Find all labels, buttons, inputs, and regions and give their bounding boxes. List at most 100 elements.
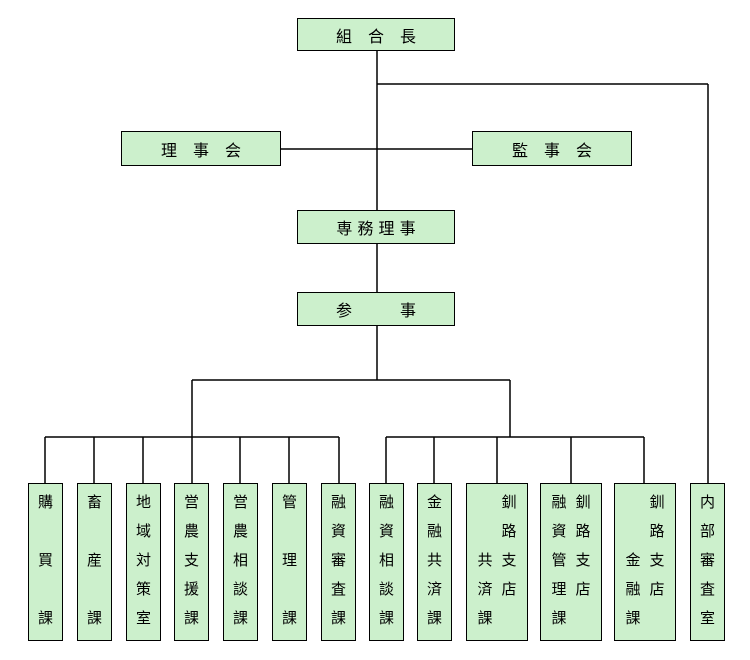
senmu-riji-box: 専 務 理 事 [297, 210, 455, 244]
section-char: 支 [183, 551, 199, 569]
section-char: 産 [86, 551, 102, 569]
section-char: 談 [378, 580, 394, 598]
section-text-column: 購 買 課 [37, 484, 55, 640]
section-chikusan-box: 畜 産 課 [77, 483, 112, 641]
section-char: 支 [575, 551, 591, 569]
section-naibu-shinsa-box: 内 部 審 査 室 [690, 483, 725, 641]
section-char: 課 [625, 609, 641, 627]
section-char: 畜 [86, 493, 102, 511]
section-text-column: 金 融 共 済 課 [426, 484, 444, 640]
section-yushishinsa-box: 融 資 審 査 課 [321, 483, 356, 641]
section-char: 対 [135, 551, 151, 569]
section-char: 店 [649, 580, 665, 598]
section-koubai-box: 購 買 課 [28, 483, 63, 641]
section-char: 相 [378, 551, 394, 569]
section-char: 管 [551, 551, 567, 569]
section-char: 資 [378, 522, 394, 540]
section-kushiro-kyosai-box: 共 済 課 釧 路 支 店 [466, 483, 528, 641]
section-char: 融 [625, 580, 641, 598]
section-char: 店 [501, 580, 517, 598]
section-char: 課 [477, 609, 493, 627]
section-char: 域 [135, 522, 151, 540]
rijikai-label: 理 事 会 [160, 140, 241, 160]
kanjikai-label: 監 事 会 [511, 140, 592, 160]
section-char: 買 [37, 551, 53, 569]
section-char: 部 [699, 522, 715, 540]
section-text-column: 畜 産 課 [86, 484, 104, 640]
section-kushiro-kinyu-box: 金 融 課 釧 路 支 店 [614, 483, 676, 641]
section-char: 店 [575, 580, 591, 598]
section-char: 支 [649, 551, 665, 569]
section-char: 共 [477, 551, 493, 569]
kumiaicho-box: 組 合 長 [297, 18, 455, 51]
section-einoshien-box: 営 農 支 援 課 [174, 483, 209, 641]
section-char: 談 [232, 580, 248, 598]
section-char: 室 [699, 609, 715, 627]
section-char: 済 [426, 580, 442, 598]
section-text-column: 共 済 課 [476, 484, 494, 640]
section-char: 融 [378, 493, 394, 511]
section-char: 農 [232, 522, 248, 540]
section-text-column: 釧 路 支 店 [574, 484, 592, 640]
section-text-column: 融 資 管 理 課 [550, 484, 568, 640]
section-char: 共 [426, 551, 442, 569]
section-text-column: 釧 路 支 店 [500, 484, 518, 640]
section-char: 審 [699, 551, 715, 569]
section-kinyukyosai-box: 金 融 共 済 課 [417, 483, 452, 641]
section-char: 金 [426, 493, 442, 511]
section-char: 路 [501, 522, 517, 540]
sanji-label: 参 事 [335, 301, 416, 320]
section-char: 課 [330, 609, 346, 627]
section-char: 課 [86, 609, 102, 627]
section-char: 理 [551, 580, 567, 598]
section-text-column: 地 域 対 策 室 [135, 484, 153, 640]
section-char: 営 [183, 493, 199, 511]
kumiaicho-label: 組 合 長 [335, 26, 416, 46]
section-char: 金 [625, 551, 641, 569]
section-text-column: 融 資 審 査 課 [330, 484, 348, 640]
section-char: 課 [426, 609, 442, 627]
section-char: 営 [232, 493, 248, 511]
section-char: 融 [330, 493, 346, 511]
section-char: 相 [232, 551, 248, 569]
section-char: 室 [135, 609, 151, 627]
section-text-column: 営 農 相 談 課 [232, 484, 250, 640]
section-char: 課 [281, 609, 297, 627]
section-char: 理 [281, 551, 297, 569]
section-char: 課 [183, 609, 199, 627]
section-char: 課 [551, 609, 567, 627]
section-text-column: 管 理 課 [281, 484, 299, 640]
section-yushisodan-box: 融 資 相 談 課 [369, 483, 404, 641]
section-char: 課 [232, 609, 248, 627]
section-char: 管 [281, 493, 297, 511]
section-text-column: 営 農 支 援 課 [183, 484, 201, 640]
rijikai-box: 理 事 会 [121, 131, 281, 166]
section-char: 支 [501, 551, 517, 569]
section-char: 内 [699, 493, 715, 511]
section-char: 路 [575, 522, 591, 540]
section-kushiro-yushikanri-box: 融 資 管 理 課 釧 路 支 店 [540, 483, 602, 641]
section-char: 済 [477, 580, 493, 598]
section-char: 釧 [501, 493, 517, 511]
kanjikai-box: 監 事 会 [472, 131, 632, 166]
section-char: 融 [551, 493, 567, 511]
senmu-riji-label: 専 務 理 事 [336, 219, 416, 238]
section-char: 援 [183, 580, 199, 598]
section-char: 資 [551, 522, 567, 540]
section-char: 課 [378, 609, 394, 627]
section-char: 査 [699, 580, 715, 598]
section-char: 釧 [649, 493, 665, 511]
section-einosodan-box: 営 農 相 談 課 [223, 483, 258, 641]
section-char: 路 [649, 522, 665, 540]
section-text-column: 内 部 審 査 室 [699, 484, 717, 640]
section-char: 釧 [575, 493, 591, 511]
section-char: 資 [330, 522, 346, 540]
section-char: 査 [330, 580, 346, 598]
section-char: 策 [135, 580, 151, 598]
sanji-box: 参 事 [297, 292, 455, 326]
section-char: 購 [37, 493, 53, 511]
section-kanri-box: 管 理 課 [272, 483, 307, 641]
section-text-column: 融 資 相 談 課 [378, 484, 396, 640]
section-char: 課 [37, 609, 53, 627]
